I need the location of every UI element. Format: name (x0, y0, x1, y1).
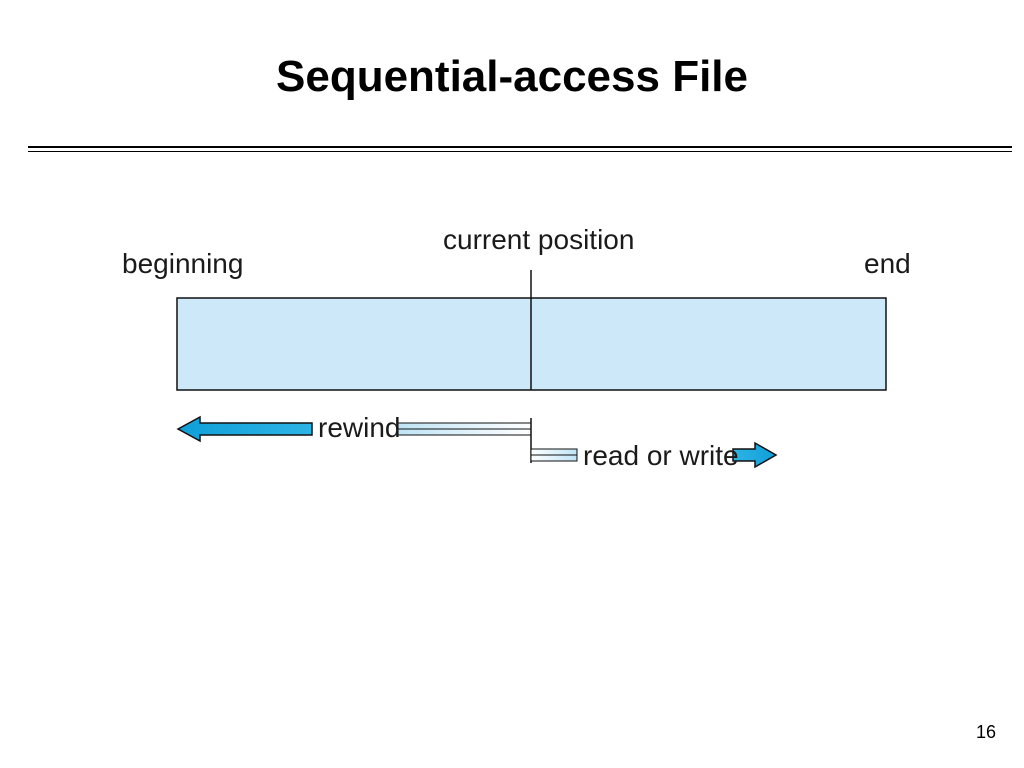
page-number: 16 (975, 722, 996, 742)
title-divider-thin (28, 151, 1012, 152)
beginning-label: beginning (122, 248, 243, 279)
read-or-write-arrow (530, 441, 778, 469)
end-label: end (864, 248, 911, 279)
read-or-write-label: read or write (583, 440, 739, 471)
slide-title: Sequential-access File (276, 52, 748, 101)
current-position-label: current position (443, 224, 634, 255)
rewind-label: rewind (318, 412, 400, 443)
title-divider-thick (28, 146, 1012, 148)
